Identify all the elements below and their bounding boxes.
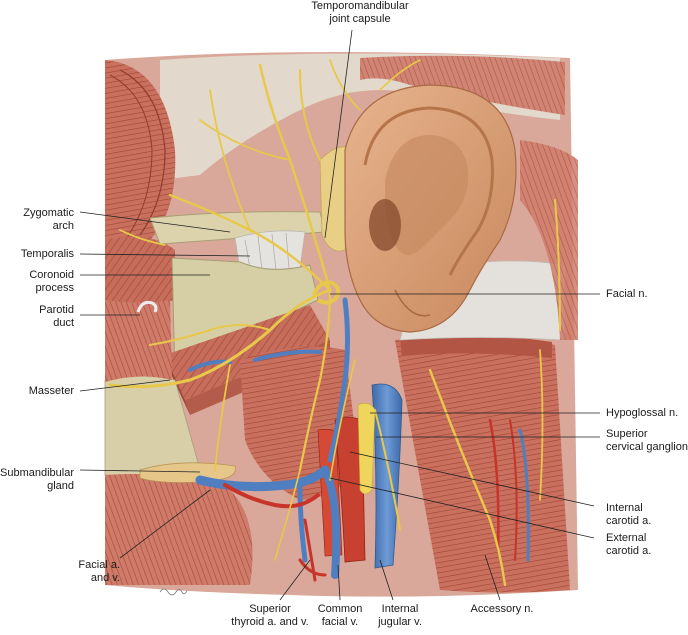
label-coronoid-process: Coronoid process bbox=[29, 269, 74, 294]
submandibular-gland bbox=[139, 462, 236, 483]
left-muscle-mass bbox=[105, 60, 176, 305]
arteries bbox=[223, 418, 518, 582]
label-internal-carotid-a: Internal carotid a. bbox=[606, 502, 652, 527]
label-facial-n: Facial n. bbox=[606, 288, 648, 300]
label-superior-cervical-ganglion: Superior cervical ganglion bbox=[606, 428, 688, 453]
cervical-ganglion bbox=[357, 403, 376, 495]
label-submandibular-gland: Submandibular gland bbox=[0, 467, 74, 492]
label-parotid-duct: Parotid duct bbox=[39, 304, 74, 329]
label-common-facial-v: Common facial v. bbox=[317, 603, 363, 628]
ear bbox=[344, 84, 517, 333]
label-tmj-capsule: Temporomandibular joint capsule bbox=[311, 0, 409, 25]
submandibular-muscle bbox=[105, 474, 253, 585]
leader-lines bbox=[79, 29, 600, 601]
facial-nerve-trunk bbox=[312, 280, 341, 305]
parotid-duct-hook bbox=[136, 300, 158, 313]
label-external-carotid-a: External carotid a. bbox=[606, 532, 652, 557]
label-superior-thyroid: Superior thyroid a. and v. bbox=[231, 603, 309, 628]
label-accessory-n: Accessory n. bbox=[470, 603, 534, 615]
label-facial-av: Facial a. and v. bbox=[78, 559, 120, 584]
label-hypoglossal-n: Hypoglossal n. bbox=[606, 407, 679, 419]
label-masseter: Masseter bbox=[28, 385, 74, 397]
label-internal-jugular-v: Internal jugular v. bbox=[378, 603, 422, 628]
nerves bbox=[108, 59, 561, 587]
label-zygomatic-arch: Zygomatic arch bbox=[23, 207, 74, 232]
veins bbox=[188, 297, 530, 579]
sternocleidomastoid bbox=[395, 334, 570, 593]
label-temporalis: Temporalis bbox=[20, 248, 74, 260]
artist-signature bbox=[159, 588, 188, 596]
